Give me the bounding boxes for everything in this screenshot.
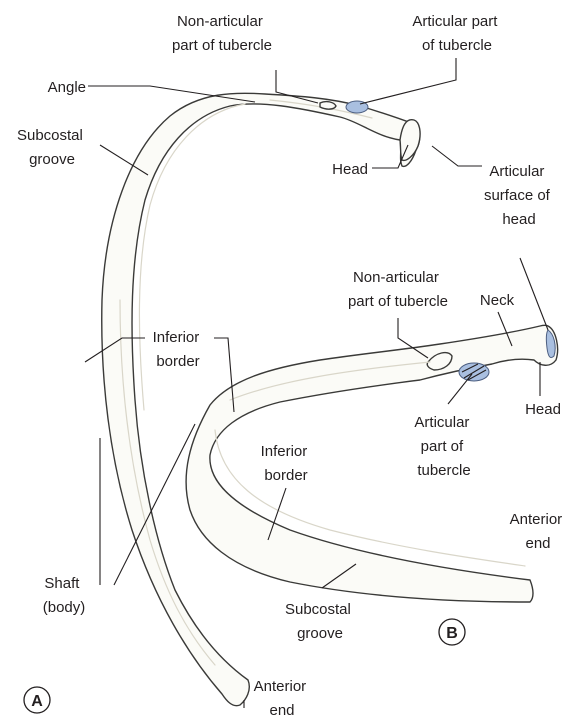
- label-a-nonarticular: Non-articular part of tubercle: [172, 13, 272, 54]
- label-b-inferior-border: Inferior border: [261, 443, 312, 484]
- label-a-inferior-border: Inferior border: [153, 329, 204, 370]
- leader-a-articular: [360, 58, 456, 104]
- figure-letter-a-text: A: [31, 693, 43, 710]
- rib-b-body: [186, 325, 557, 602]
- rib-a-head: [400, 120, 420, 161]
- label-a-shaft: Shaft (body): [43, 575, 86, 616]
- label-a-subcostal-groove: Subcostal groove: [17, 127, 87, 168]
- figure-letter-b: B: [439, 619, 465, 645]
- label-b-head: Head: [525, 401, 561, 418]
- label-a-anterior-end: Anterior end: [254, 678, 311, 719]
- label-a-angle: Angle: [48, 79, 86, 96]
- label-b-anterior-end: Anterior end: [510, 511, 567, 552]
- leader-b-articular-part: [448, 374, 472, 404]
- label-b-nonarticular: Non-articular part of tubercle: [348, 269, 448, 310]
- label-a-articular: Articular part of tubercle: [412, 13, 501, 54]
- label-b-neck: Neck: [480, 292, 515, 309]
- leader-b-articular-surface-head: [520, 258, 548, 330]
- figure-letter-a: A: [24, 687, 50, 713]
- label-b-articular-surface-head: Articular surface of head: [484, 163, 554, 228]
- label-b-articular-part: Articular part of tubercle: [414, 414, 473, 479]
- label-a-head: Head: [332, 161, 368, 178]
- figure-letter-b-text: B: [446, 625, 458, 642]
- rib-b: [186, 325, 557, 602]
- label-b-subcostal-groove: Subcostal groove: [285, 601, 355, 642]
- leader-b-articular-surface: [432, 146, 482, 166]
- rib-a-nonarticular-knob: [320, 102, 336, 110]
